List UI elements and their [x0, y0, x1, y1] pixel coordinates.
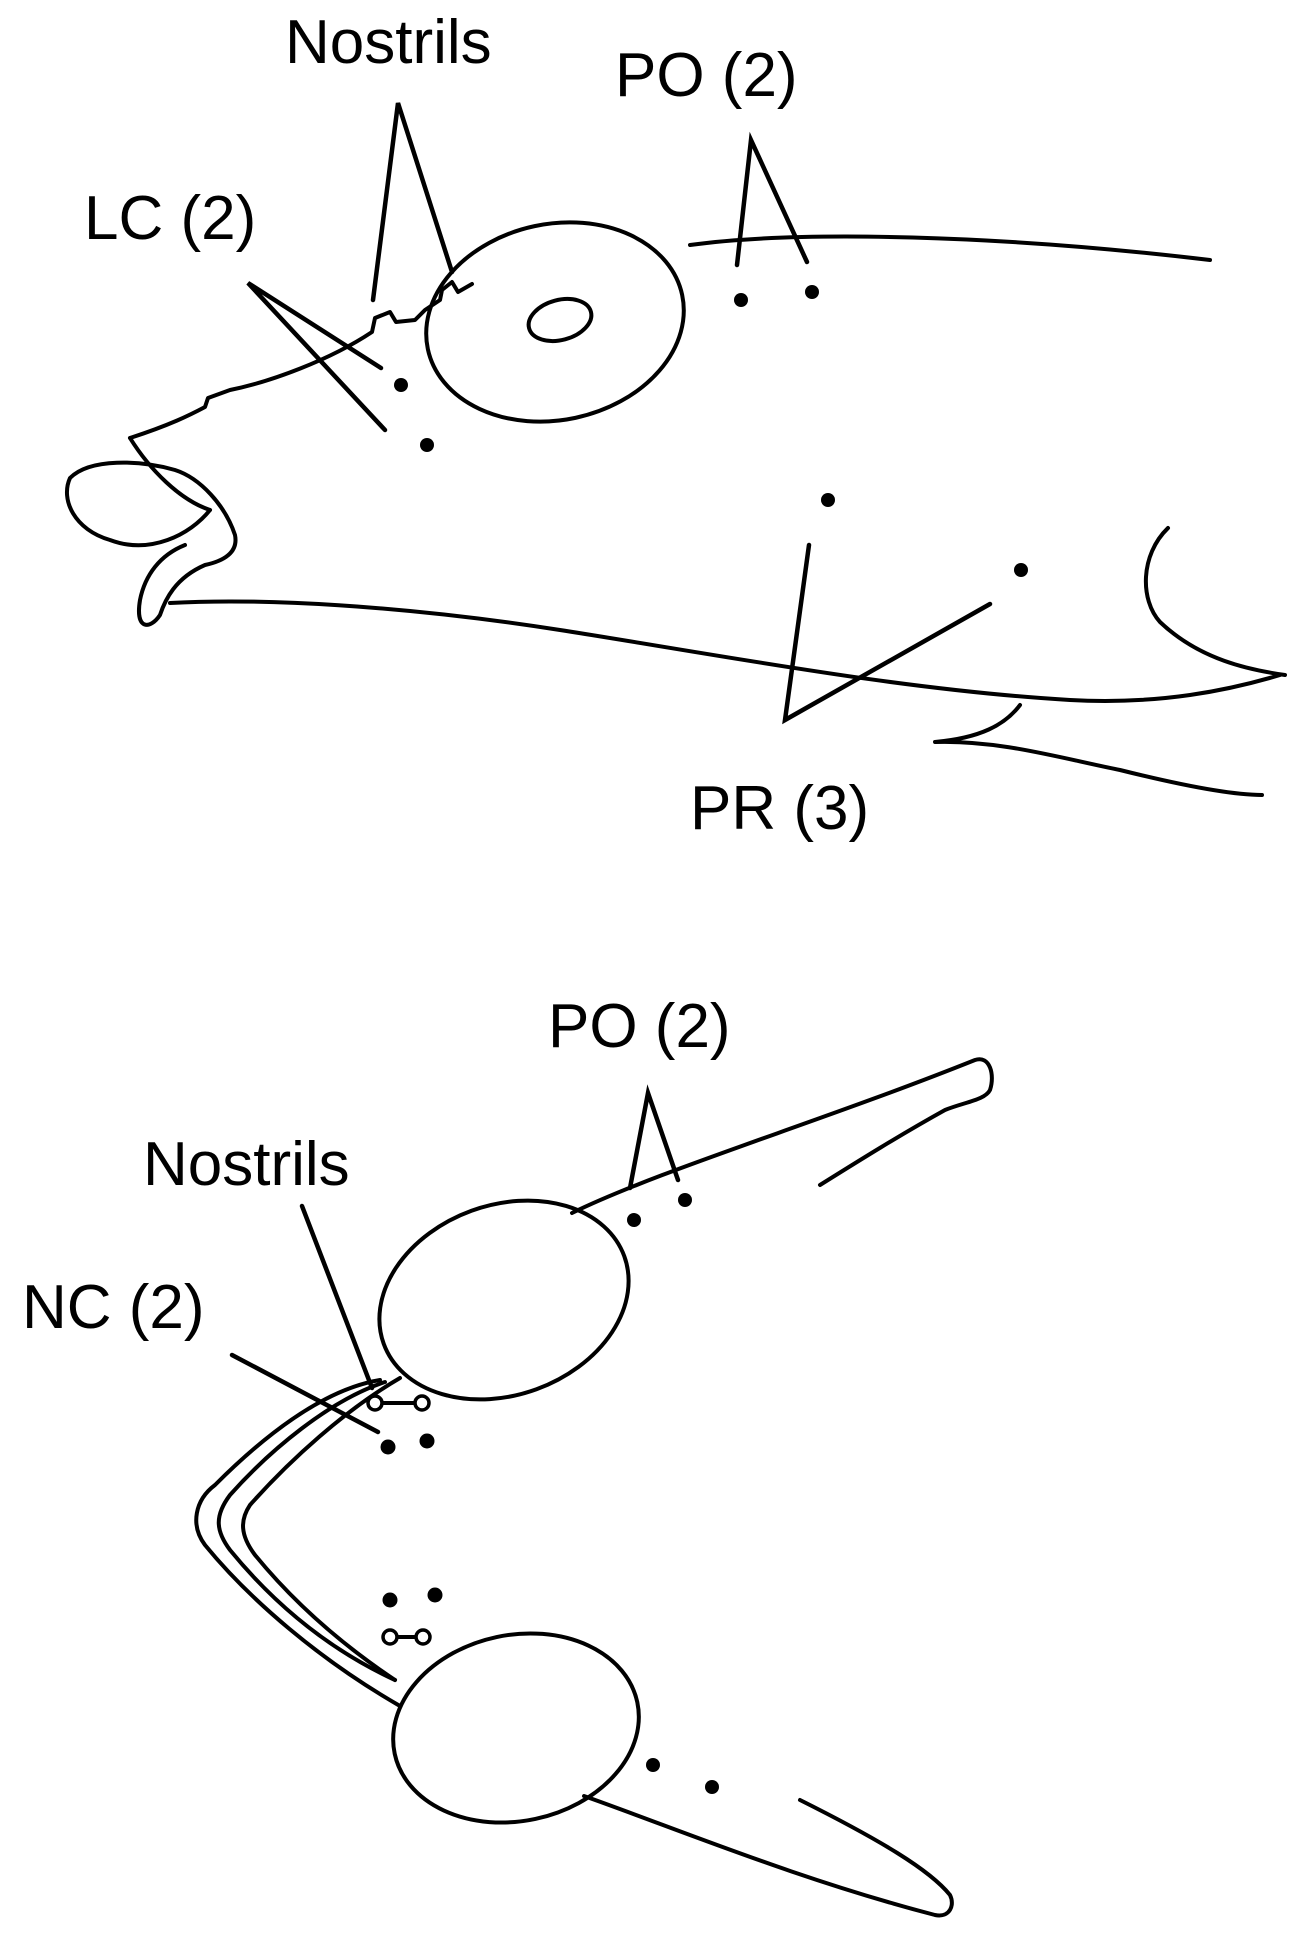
dorsal-view: [194, 1057, 994, 1918]
dorsal-snout-outer: [194, 1378, 402, 1708]
nostril-pair-lower: [381, 1628, 432, 1646]
lateral-lc-label: LC (2): [84, 184, 257, 253]
nc-pore-4: [427, 1587, 443, 1603]
nc-pore-2: [419, 1433, 435, 1449]
nc-pore-1: [380, 1439, 396, 1455]
dorsal-snout-inner: [241, 1376, 402, 1682]
po-pore-dorsal-1: [627, 1213, 641, 1227]
po-pore-lateral-1: [734, 293, 748, 307]
nostril-pair-upper: [366, 1394, 431, 1412]
lc-leader: [246, 281, 388, 433]
nc-pore-3: [382, 1592, 398, 1608]
dorsal-po-label: PO (2): [548, 992, 731, 1061]
po-leader-lateral: [734, 131, 810, 268]
lateral-nostrils-label: Nostrils: [285, 8, 492, 77]
dorsal-eye-lower: [391, 1631, 641, 1825]
dorsal-snout-mid: [216, 1380, 397, 1682]
lateral-upper-lip: [64, 460, 238, 627]
dorsal-head-outline-upper: [570, 1057, 994, 1215]
po-pore-lateral-2: [805, 285, 819, 299]
lateral-head-outline-ventral: [168, 599, 1282, 703]
dorsal-eye-upper: [377, 1198, 631, 1402]
po-leader-dorsal: [627, 1084, 681, 1191]
po-pore-dorsal-4: [705, 1780, 719, 1794]
po-pore-dorsal-3: [646, 1758, 660, 1772]
lateral-pectoral-fin: [933, 703, 1264, 797]
pr-pore-2: [1014, 563, 1028, 577]
lateral-po-label: PO (2): [615, 41, 798, 110]
dorsal-nostrils-label: Nostrils: [143, 1130, 350, 1199]
po-pore-dorsal-2: [678, 1193, 692, 1207]
lateral-pupil: [526, 296, 594, 344]
lateral-eye: [424, 220, 686, 424]
lateral-snout-line: [128, 436, 212, 512]
lc-pore-1: [394, 378, 408, 392]
lc-pore-2: [420, 438, 434, 452]
lateral-view: [64, 102, 1287, 797]
lateral-pr-label: PR (3): [690, 774, 870, 843]
lateral-gill-cover: [1143, 526, 1287, 677]
pr-pore-1: [821, 493, 835, 507]
dorsal-nc-label: NC (2): [22, 1273, 205, 1342]
nc-leader: [229, 1352, 381, 1435]
nostrils-leader-dorsal: [299, 1203, 375, 1391]
dorsal-head-outline-lower: [582, 1794, 954, 1918]
pr-leader: [782, 542, 993, 725]
nostrils-leader-lateral: [370, 102, 455, 303]
